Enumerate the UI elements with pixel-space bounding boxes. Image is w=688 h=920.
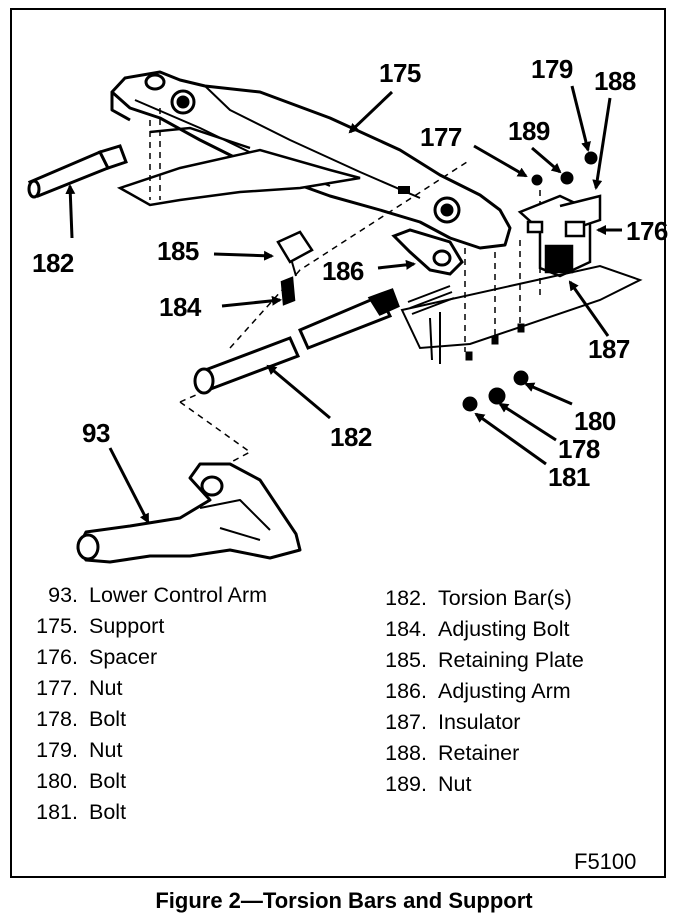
- callout-177: 177: [420, 122, 462, 152]
- callout-175: 175: [379, 58, 421, 88]
- support-flange: [116, 126, 361, 207]
- callout-188: 188: [594, 66, 636, 96]
- legend-label: Bolt: [89, 800, 127, 824]
- legend-number: 189.: [385, 772, 427, 796]
- legend-label: Torsion Bar(s): [438, 586, 572, 610]
- callout-185: 185: [157, 236, 199, 266]
- figure-caption: Figure 2—Torsion Bars and Support: [155, 888, 533, 913]
- lower-control-arm: [76, 462, 302, 564]
- legend-number: 175.: [36, 614, 78, 638]
- legend-label: Support: [89, 614, 165, 638]
- legend-number: 177.: [36, 676, 78, 700]
- legend-number: 188.: [385, 741, 427, 765]
- callout-182-left: 182: [32, 248, 74, 278]
- legend-number: 176.: [36, 645, 78, 669]
- legend-number: 178.: [36, 707, 78, 731]
- callout-187: 187: [588, 334, 630, 364]
- legend-label: Insulator: [438, 710, 521, 734]
- legend-item: 177. Nut: [22, 673, 267, 704]
- torsion-bar-left: [27, 144, 128, 199]
- figure-frame: [10, 8, 666, 878]
- legend-right: 182. Torsion Bar(s) 184. Adjusting Bolt 18…: [370, 583, 584, 800]
- legend-number: 182.: [385, 586, 427, 610]
- legend-item: 185. Retaining Plate: [370, 645, 584, 676]
- callout-184: 184: [159, 292, 201, 322]
- callout-182-middle: 182: [330, 422, 372, 452]
- legend-label: Nut: [89, 676, 123, 700]
- legend-item: 189. Nut: [370, 769, 584, 800]
- legend-number: 179.: [36, 738, 78, 762]
- callout-180: 180: [574, 406, 616, 436]
- legend-number: 186.: [385, 679, 427, 703]
- legend-item: 188. Retainer: [370, 738, 584, 769]
- torsion-bar-middle: [193, 285, 455, 395]
- callout-93: 93: [82, 418, 110, 448]
- legend-item: 175. Support: [22, 611, 267, 642]
- legend-number: 181.: [36, 800, 78, 824]
- legend-number: 187.: [385, 710, 427, 734]
- legend-label: Retaining Plate: [438, 648, 584, 672]
- legend-label: Nut: [89, 738, 123, 762]
- callout-178: 178: [558, 434, 600, 464]
- legend-item: 182. Torsion Bar(s): [370, 583, 584, 614]
- legend-item: 180. Bolt: [22, 766, 267, 797]
- legend-item: 181. Bolt: [22, 797, 267, 828]
- legend-item: 93. Lower Control Arm: [22, 580, 267, 611]
- bottom-bolts: [462, 323, 529, 412]
- adjusting-arm: [391, 228, 464, 276]
- legend-item: 178. Bolt: [22, 704, 267, 735]
- top-nuts: [531, 151, 598, 186]
- legend-label: Adjusting Bolt: [438, 617, 570, 641]
- callout-181: 181: [548, 462, 590, 492]
- right-bracket-assembly: [400, 194, 643, 364]
- legend-left: 93. Lower Control Arm 175. Support 176. Spa…: [22, 580, 267, 828]
- legend-label: Retainer: [438, 741, 520, 765]
- callout-186: 186: [322, 256, 364, 286]
- legend-number: 185.: [385, 648, 427, 672]
- callout-176: 176: [626, 216, 668, 246]
- legend-item: 186. Adjusting Arm: [370, 676, 584, 707]
- legend-item: 187. Insulator: [370, 707, 584, 738]
- legend-number: 180.: [36, 769, 78, 793]
- legend-number: 93.: [48, 583, 78, 607]
- figure-code: F5100: [574, 849, 637, 874]
- legend-label: Adjusting Arm: [438, 679, 571, 703]
- legend-item: 176. Spacer: [22, 642, 267, 673]
- callout-189: 189: [508, 116, 550, 146]
- legend-item: 184. Adjusting Bolt: [370, 614, 584, 645]
- legend-label: Bolt: [89, 769, 127, 793]
- legend-item: 179. Nut: [22, 735, 267, 766]
- legend-label: Nut: [438, 772, 472, 796]
- legend-number: 184.: [385, 617, 427, 641]
- retaining-plate: [276, 230, 314, 306]
- leader-arrows: [65, 85, 622, 524]
- legend-label: Lower Control Arm: [89, 583, 268, 607]
- legend-label: Spacer: [89, 645, 158, 669]
- callout-179: 179: [531, 54, 573, 84]
- legend-label: Bolt: [89, 707, 127, 731]
- support-crossmember: [110, 70, 512, 250]
